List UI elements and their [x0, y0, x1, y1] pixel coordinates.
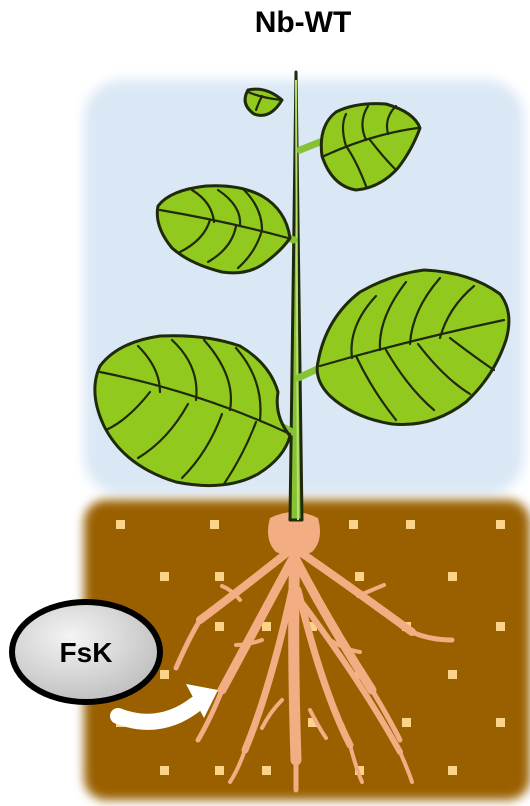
pathogen-label: FsK — [60, 637, 113, 668]
